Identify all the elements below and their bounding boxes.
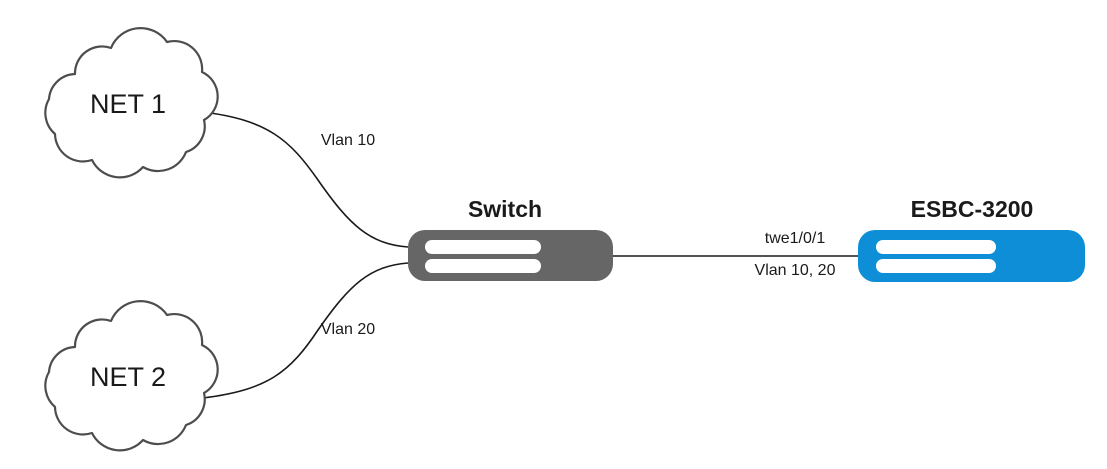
- node-cloud-net2[interactable]: NET 2: [44, 300, 219, 452]
- node-switch[interactable]: Switch: [408, 196, 613, 281]
- switch-title: Switch: [468, 196, 542, 222]
- cloud-label-net1: NET 1: [90, 89, 166, 119]
- edge-label-group-switch-esbc: twe1/0/1 Vlan 10, 20: [755, 230, 836, 279]
- cloud-label-net2: NET 2: [90, 362, 166, 392]
- esbc-port-bar-bottom: [876, 259, 996, 273]
- link-net2-to-switch: [202, 262, 409, 399]
- cloud-shape-net2: [44, 300, 219, 452]
- esbc-port-bar-top: [876, 240, 996, 254]
- edge-label-vlan-trunk: Vlan 10, 20: [755, 262, 836, 279]
- node-cloud-net1[interactable]: NET 1: [44, 27, 219, 179]
- cloud-shape-net1: [44, 27, 219, 179]
- switch-body: [408, 230, 613, 281]
- esbc-title: ESBC-3200: [911, 196, 1034, 222]
- switch-port-bar-bottom: [425, 259, 541, 273]
- link-net1-to-switch: [202, 111, 409, 248]
- node-esbc[interactable]: ESBC-3200: [858, 196, 1085, 282]
- esbc-body: [858, 230, 1085, 282]
- edge-label-interface: twe1/0/1: [765, 230, 826, 247]
- edge-label-vlan20: Vlan 20: [321, 321, 375, 338]
- edge-label-vlan10: Vlan 10: [321, 132, 375, 149]
- switch-port-bar-top: [425, 240, 541, 254]
